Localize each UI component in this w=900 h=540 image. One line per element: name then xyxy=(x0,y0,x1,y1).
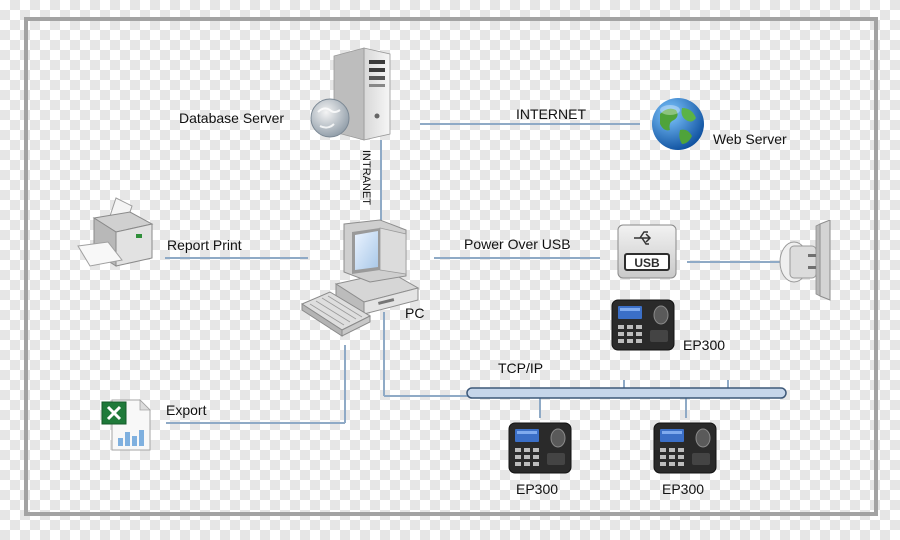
fingerprint-terminal-icon xyxy=(652,421,720,480)
fingerprint-terminal-icon xyxy=(507,421,575,480)
keyboard-icon xyxy=(300,290,372,343)
ep300-right-label: EP300 xyxy=(662,481,705,497)
wall-plug-icon xyxy=(776,219,836,309)
fingerprint-terminal-icon xyxy=(610,298,678,357)
report-print-label: Report Print xyxy=(167,237,242,253)
usb-port-icon: USB xyxy=(600,224,680,285)
desktop-pc-icon xyxy=(330,218,422,323)
diagram-frame xyxy=(24,17,878,516)
internet-label: INTERNET xyxy=(516,106,586,122)
ep300-left-label: EP300 xyxy=(516,481,559,497)
globe-icon xyxy=(650,96,706,157)
web-server-label: Web Server xyxy=(713,131,787,147)
printer-icon xyxy=(74,194,156,281)
tcp-ip-bus xyxy=(466,387,787,399)
power-over-usb-label: Power Over USB xyxy=(464,236,571,252)
ep300-top-label: EP300 xyxy=(683,337,726,353)
excel-spreadsheet-icon xyxy=(100,396,154,459)
export-label: Export xyxy=(166,402,207,418)
usb-badge-text: USB xyxy=(634,256,660,270)
database-server-label: Database Server xyxy=(179,110,285,126)
intranet-label: INTRANET xyxy=(360,150,372,205)
database-server-icon xyxy=(306,46,398,147)
tcp-ip-label: TCP/IP xyxy=(498,360,544,376)
pc-label: PC xyxy=(405,305,425,321)
